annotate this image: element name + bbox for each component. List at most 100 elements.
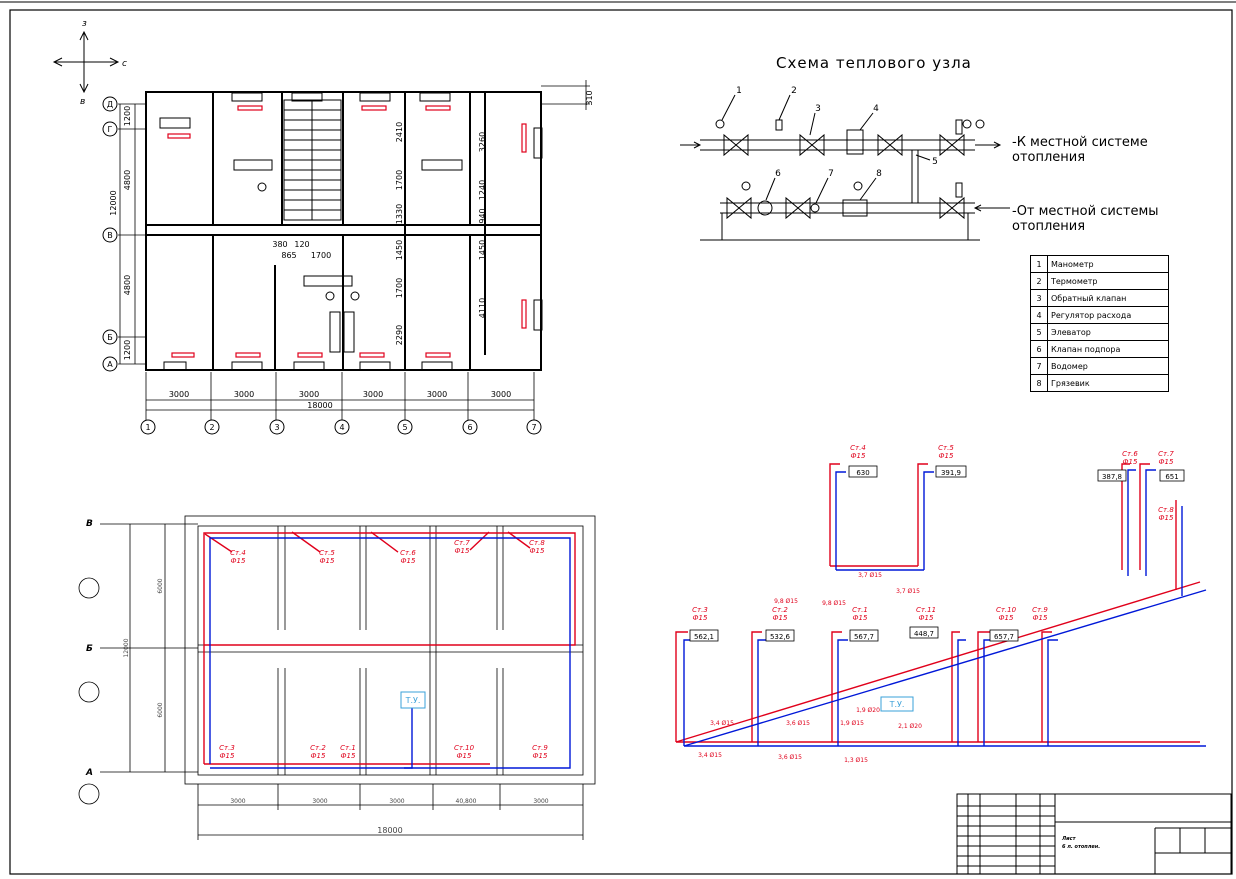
top-dim: 310 (585, 90, 594, 105)
inner-dim: 1330 (395, 204, 404, 224)
riser-dia: Ф15 (1159, 514, 1174, 522)
segment-label: 3,6 Ø15 (786, 720, 810, 727)
legend-number: 3 (1030, 289, 1048, 307)
left-dim: 6000 (157, 578, 164, 593)
riser-dia: Ф15 (530, 547, 545, 555)
legend-label: Грязевик (1047, 374, 1169, 392)
isometric-scheme: Т.У. Ст.4 Ст.5 Ст.6 Ст.7 Ст.8 Ст.3 Ст.2 … (675, 444, 1207, 764)
legend-number: 6 (1030, 340, 1048, 358)
callout: 5 (932, 157, 938, 167)
row-axis-label: Г (108, 125, 113, 134)
inner-dim: 2290 (395, 325, 404, 345)
heat-unit-title: Схема теплового узла (776, 54, 972, 72)
riser-dia: Ф15 (341, 752, 356, 760)
tu-box (880, 696, 914, 712)
riser-dia: Ф15 (773, 614, 788, 622)
segment-label: 3,7 Ø15 (858, 572, 882, 579)
sheet-border (9, 9, 1233, 875)
riser-label: Ст.4 (850, 444, 866, 452)
riser-dia: Ф15 (693, 614, 708, 622)
segment-label: 2,1 Ø20 (898, 723, 922, 730)
left-total-dim: 12000 (123, 638, 130, 657)
heat-unit-scheme: 1 2 3 4 5 6 7 8 (680, 86, 1010, 241)
bay-dim: 3000 (363, 390, 383, 399)
legend-number: 5 (1030, 323, 1048, 341)
riser-load: 651 (1165, 473, 1178, 481)
col-axis-label: 3 (274, 423, 279, 432)
segment-label: 3,4 Ø15 (710, 720, 734, 727)
segment-label: 1,9 Ø15 (840, 720, 864, 727)
inner-dim: 3260 (478, 132, 487, 152)
riser-load: 391,9 (941, 469, 961, 477)
riser-dia: Ф15 (851, 452, 866, 460)
col-axis-label: 7 (531, 423, 536, 432)
legend-label: Регулятор расхода (1047, 306, 1169, 324)
bay-dim: 3000 (427, 390, 447, 399)
total-dim: 18000 (377, 826, 402, 835)
riser-dia: Ф15 (919, 614, 934, 622)
left-dim: 4800 (123, 275, 132, 295)
segment-label: 3,7 Ø15 (896, 588, 920, 595)
row-axis-label: В (107, 231, 113, 240)
inner-dim: 865 (281, 251, 296, 260)
heating-plan: Т.У. Ст.4 Ст.5 Ст.6 Ст.7 Ст.8 Ст.3 Ст.2 … (78, 515, 596, 840)
segment-label: 3,6 Ø15 (778, 754, 802, 761)
bay-dim: 3000 (312, 798, 327, 805)
riser-label: Ст.9 (1032, 606, 1048, 614)
tu-label: Т.У. (405, 696, 421, 705)
riser-load: 532,6 (770, 633, 791, 641)
legend-label: Элеватор (1047, 323, 1169, 341)
left-dim: 6000 (157, 702, 164, 717)
riser-dia: Ф15 (1033, 614, 1048, 622)
riser-dia: Ф15 (320, 557, 335, 565)
bay-dim: 3000 (491, 390, 511, 399)
riser-label: Ст.1 (340, 744, 356, 752)
riser-dia: Ф15 (455, 547, 470, 555)
riser-label: Ст.10 (454, 744, 475, 752)
row-axis-label: В (86, 519, 93, 529)
col-axis-label: 4 (339, 423, 344, 432)
legend-label: Водомер (1047, 357, 1169, 375)
left-dim: 1200 (123, 106, 132, 126)
inner-dim: 380 (272, 240, 287, 249)
title-block-line: Лист (1061, 836, 1077, 842)
callout: 3 (815, 104, 821, 114)
riser-label: Ст.8 (529, 539, 545, 547)
inner-dim: 1700 (395, 170, 404, 190)
title-block-line: 6 л. отоплен. (1062, 844, 1100, 850)
riser-dia: Ф15 (999, 614, 1014, 622)
riser-label: Ст.4 (230, 549, 246, 557)
col-axis-label: 6 (467, 423, 472, 432)
callout: 2 (791, 86, 797, 96)
riser-label: Ст.5 (319, 549, 335, 557)
inner-dim: 1240 (478, 180, 487, 200)
bay-dim: 40,800 (456, 798, 477, 805)
riser-label: Ст.2 (772, 606, 788, 614)
floor-plan: Д Г В Б А 1 2 3 4 5 6 7 3000 3000 3000 3… (102, 80, 594, 435)
legend-label: Манометр (1047, 255, 1169, 273)
segment-label: 9,8 Ø15 (774, 598, 798, 605)
segment-label: 1,3 Ø15 (844, 757, 868, 764)
legend-label: Обратный клапан (1047, 289, 1169, 307)
bay-dim: 3000 (169, 390, 189, 399)
riser-load: 562,1 (694, 633, 714, 641)
bay-dim: 3000 (389, 798, 404, 805)
left-dim: 12000 (109, 190, 118, 215)
title-block (956, 793, 1232, 875)
inner-dim: 1450 (478, 240, 487, 260)
callout: 7 (828, 169, 834, 179)
riser-dia: Ф15 (533, 752, 548, 760)
col-axis-label: 2 (209, 423, 214, 432)
riser-dia: Ф15 (1159, 458, 1174, 466)
riser-label: Ст.1 (852, 606, 868, 614)
tu-box (400, 691, 426, 709)
segment-label: 3,4 Ø15 (698, 752, 722, 759)
riser-label: Ст.6 (1122, 450, 1138, 458)
riser-label: Ст.8 (1158, 506, 1174, 514)
bay-dim: 3000 (299, 390, 319, 399)
riser-dia: Ф15 (853, 614, 868, 622)
